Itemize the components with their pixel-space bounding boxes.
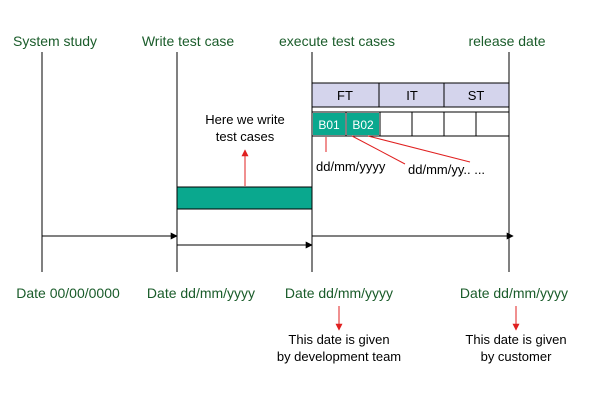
- date-label-3: Date dd/mm/yyyy: [285, 285, 393, 301]
- bug-label-b02: B02: [352, 118, 374, 132]
- cust-note-line1: This date is given: [465, 332, 566, 347]
- test-type-header: FT IT ST: [311, 82, 510, 108]
- write-note-line1: Here we write: [205, 112, 284, 127]
- dev-note-line2: by development team: [277, 349, 401, 364]
- date-label-1: Date 00/00/0000: [16, 285, 120, 301]
- bug-date-a: dd/mm/yyyy: [316, 159, 386, 174]
- red-connector-b02-a: [351, 135, 406, 165]
- bug-row: B01 B02: [311, 111, 510, 137]
- cust-note-line2: by customer: [481, 349, 552, 364]
- dev-note-line1: This date is given: [288, 332, 389, 347]
- bug-cell-b01: [313, 113, 345, 135]
- test-type-st: ST: [468, 88, 485, 103]
- bug-label-b01: B01: [318, 118, 340, 132]
- bug-cell-b02: [347, 113, 379, 135]
- test-type-it: IT: [406, 88, 418, 103]
- write-note-line2: test cases: [216, 129, 275, 144]
- red-connector-b02-b: [367, 135, 471, 163]
- phase-system-study: System study: [13, 33, 97, 49]
- phase-release-date: release date: [468, 33, 545, 49]
- writing-phase-bar: [176, 186, 313, 210]
- phase-write-test-case: Write test case: [142, 33, 235, 49]
- phase-execute-test-cases: execute test cases: [279, 33, 395, 49]
- date-label-2: Date dd/mm/yyyy: [147, 285, 255, 301]
- bug-date-b: dd/mm/yy.. ...: [408, 162, 485, 177]
- test-type-ft: FT: [337, 88, 353, 103]
- date-label-4: Date dd/mm/yyyy: [460, 285, 568, 301]
